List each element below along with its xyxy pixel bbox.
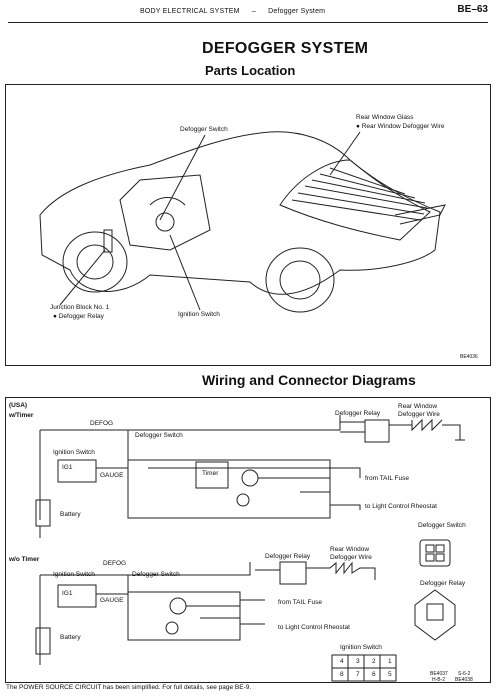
label-gauge-2: GAUGE: [100, 597, 124, 604]
ign-pin: 2: [372, 658, 376, 665]
page-number: BE–63: [457, 4, 488, 15]
section-name: BODY ELECTRICAL SYSTEM: [140, 8, 240, 15]
label-battery-1: Battery: [60, 511, 81, 518]
label-from-tail-fuse-2: from TAIL Fuse: [278, 599, 322, 606]
label-to-light-control-2: to Light Control Rheostat: [278, 624, 350, 631]
page-title: DEFOGGER SYSTEM: [202, 40, 369, 57]
ign-pin: 5: [388, 671, 392, 678]
ign-pin: 1: [388, 658, 392, 665]
figure-code-2: BE4037: [430, 671, 448, 677]
label-defogger-relay: ● Defogger Relay: [53, 313, 104, 320]
label-rear-window-1: Rear Window: [398, 403, 438, 410]
ign-pin: 6: [372, 671, 376, 678]
label-defogger-switch-2: Defogger Switch: [132, 571, 180, 578]
label-defogger-switch-1: Defogger Switch: [135, 432, 183, 439]
wiring-heading: Wiring and Connector Diagrams: [202, 372, 416, 388]
label-ignition-switch-2: Ignition Switch: [53, 571, 95, 578]
label-rear-window-glass: Rear Window Glass: [356, 114, 414, 121]
label-defog-fuse: DEFOG: [90, 420, 114, 427]
label-to-light-control-1: to Light Control Rheostat: [365, 503, 437, 510]
ign-pin: 4: [340, 658, 344, 665]
label-defogger-relay-2: Defogger Relay: [265, 553, 311, 560]
label-rear-window-defogger-wire: ● Rear Window Defogger Wire: [356, 123, 445, 130]
label-battery-2: Battery: [60, 634, 81, 641]
label-defogger-relay-1: Defogger Relay: [335, 410, 381, 417]
label-ignition-switch-1: Ignition Switch: [53, 449, 95, 456]
label-rear-window-2: Rear Window: [330, 546, 370, 553]
label-defogger-wire-2: Defogger Wire: [330, 554, 372, 561]
connector-defogger-relay-label: Defogger Relay: [420, 580, 466, 587]
label-from-tail-fuse-1: from TAIL Fuse: [365, 475, 409, 482]
section-header: BODY ELECTRICAL SYSTEM – Defogger System: [140, 8, 335, 15]
label-gauge-1: GAUGE: [100, 472, 124, 479]
label-defogger-switch: Defogger Switch: [180, 126, 228, 133]
connector-defogger-switch-label: Defogger Switch: [418, 522, 466, 529]
label-ig1-1: IG1: [62, 464, 73, 471]
parts-location-figure: [5, 84, 491, 366]
label-junction-block: Junction Block No. 1: [50, 304, 110, 311]
label-without-timer: w/o Timer: [9, 556, 40, 563]
figure-code: BE4036: [460, 354, 478, 360]
ign-pin: 7: [356, 671, 360, 678]
wiring-figure: [5, 397, 491, 683]
label-with-timer: w/Timer: [9, 412, 34, 419]
label-usa: (USA): [9, 402, 28, 409]
figure-code-4: H-B-2: [432, 677, 446, 683]
label-defog-fuse-2: DEFOG: [103, 560, 127, 567]
label-timer: Timer: [202, 470, 219, 477]
label-ignition-switch: Ignition Switch: [178, 311, 220, 318]
subsection-name: Defogger System: [268, 8, 326, 15]
label-defogger-wire-1: Defogger Wire: [398, 411, 440, 418]
label-ig1-2: IG1: [62, 590, 73, 597]
header-rule: [8, 22, 488, 23]
connector-ignition-switch-label: Ignition Switch: [340, 644, 382, 651]
footnote: The POWER SOURCE CIRCUIT has been simpli…: [6, 684, 252, 691]
figure-code-5: BE4038: [455, 677, 473, 683]
ign-pin: 3: [356, 658, 360, 665]
section-dash: –: [251, 8, 256, 15]
figure-code-3: S-6-2: [458, 671, 471, 677]
parts-location-heading: Parts Location: [205, 63, 296, 78]
ign-pin: 8: [340, 671, 344, 678]
